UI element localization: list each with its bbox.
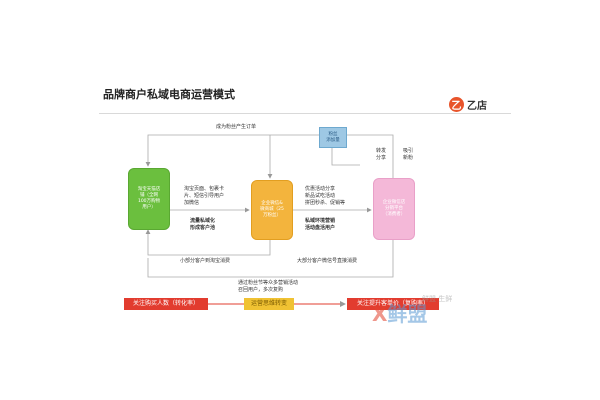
label-bottom-right: 大部分客户微信号直接消费 [297,258,358,264]
node-taobao-store: 淘宝天猫店 铺（全网 100万购物 用户） [128,168,170,230]
label-right-bold: 私域环境营销 活动盘活用户 [305,218,336,231]
bar-conversion: 关注购买人数（转化率） [124,298,208,310]
watermark: X鲜盟 鲜盟·生鲜 [372,295,453,326]
label-right-mid: 优惠活动分享 新品试吃活动 拼团秒杀、促销等 [305,186,346,206]
title-divider [99,113,511,114]
page-title: 品牌商户私域电商运营模式 [103,88,235,101]
label-top: 成为粉丝产生订单 [216,124,257,130]
brand-logo: 乙 乙店 [449,97,487,112]
label-bottom-left: 小部分客户到淘宝消费 [180,258,231,264]
node-fan-count: 粉丝 添加量 [319,127,347,148]
node-distribution: 企业微信店 分销平台 （消费者） [373,178,415,240]
logo-text: 乙店 [467,101,487,112]
bar-repurchase: 关注提升客单价（复购率） [347,298,439,310]
label-bottom-center: 通过粉丝节等众多营销活动 召回用户，多次复购 [238,280,299,293]
label-share: 转发 分享 [376,148,387,161]
label-attract: 吸引 新粉 [403,148,414,161]
label-left-mid: 淘宝页面、包裹卡 片、短信引导用户 加微信 [184,186,225,206]
node-wecom-mall: 企业微信& 微商城（25 万粉丝） [251,180,293,240]
logo-mark-icon: 乙 [449,97,464,112]
label-left-bold: 流量私域化 形成客户池 [190,218,216,231]
bar-mindset: 运营思维转变 [244,298,294,310]
